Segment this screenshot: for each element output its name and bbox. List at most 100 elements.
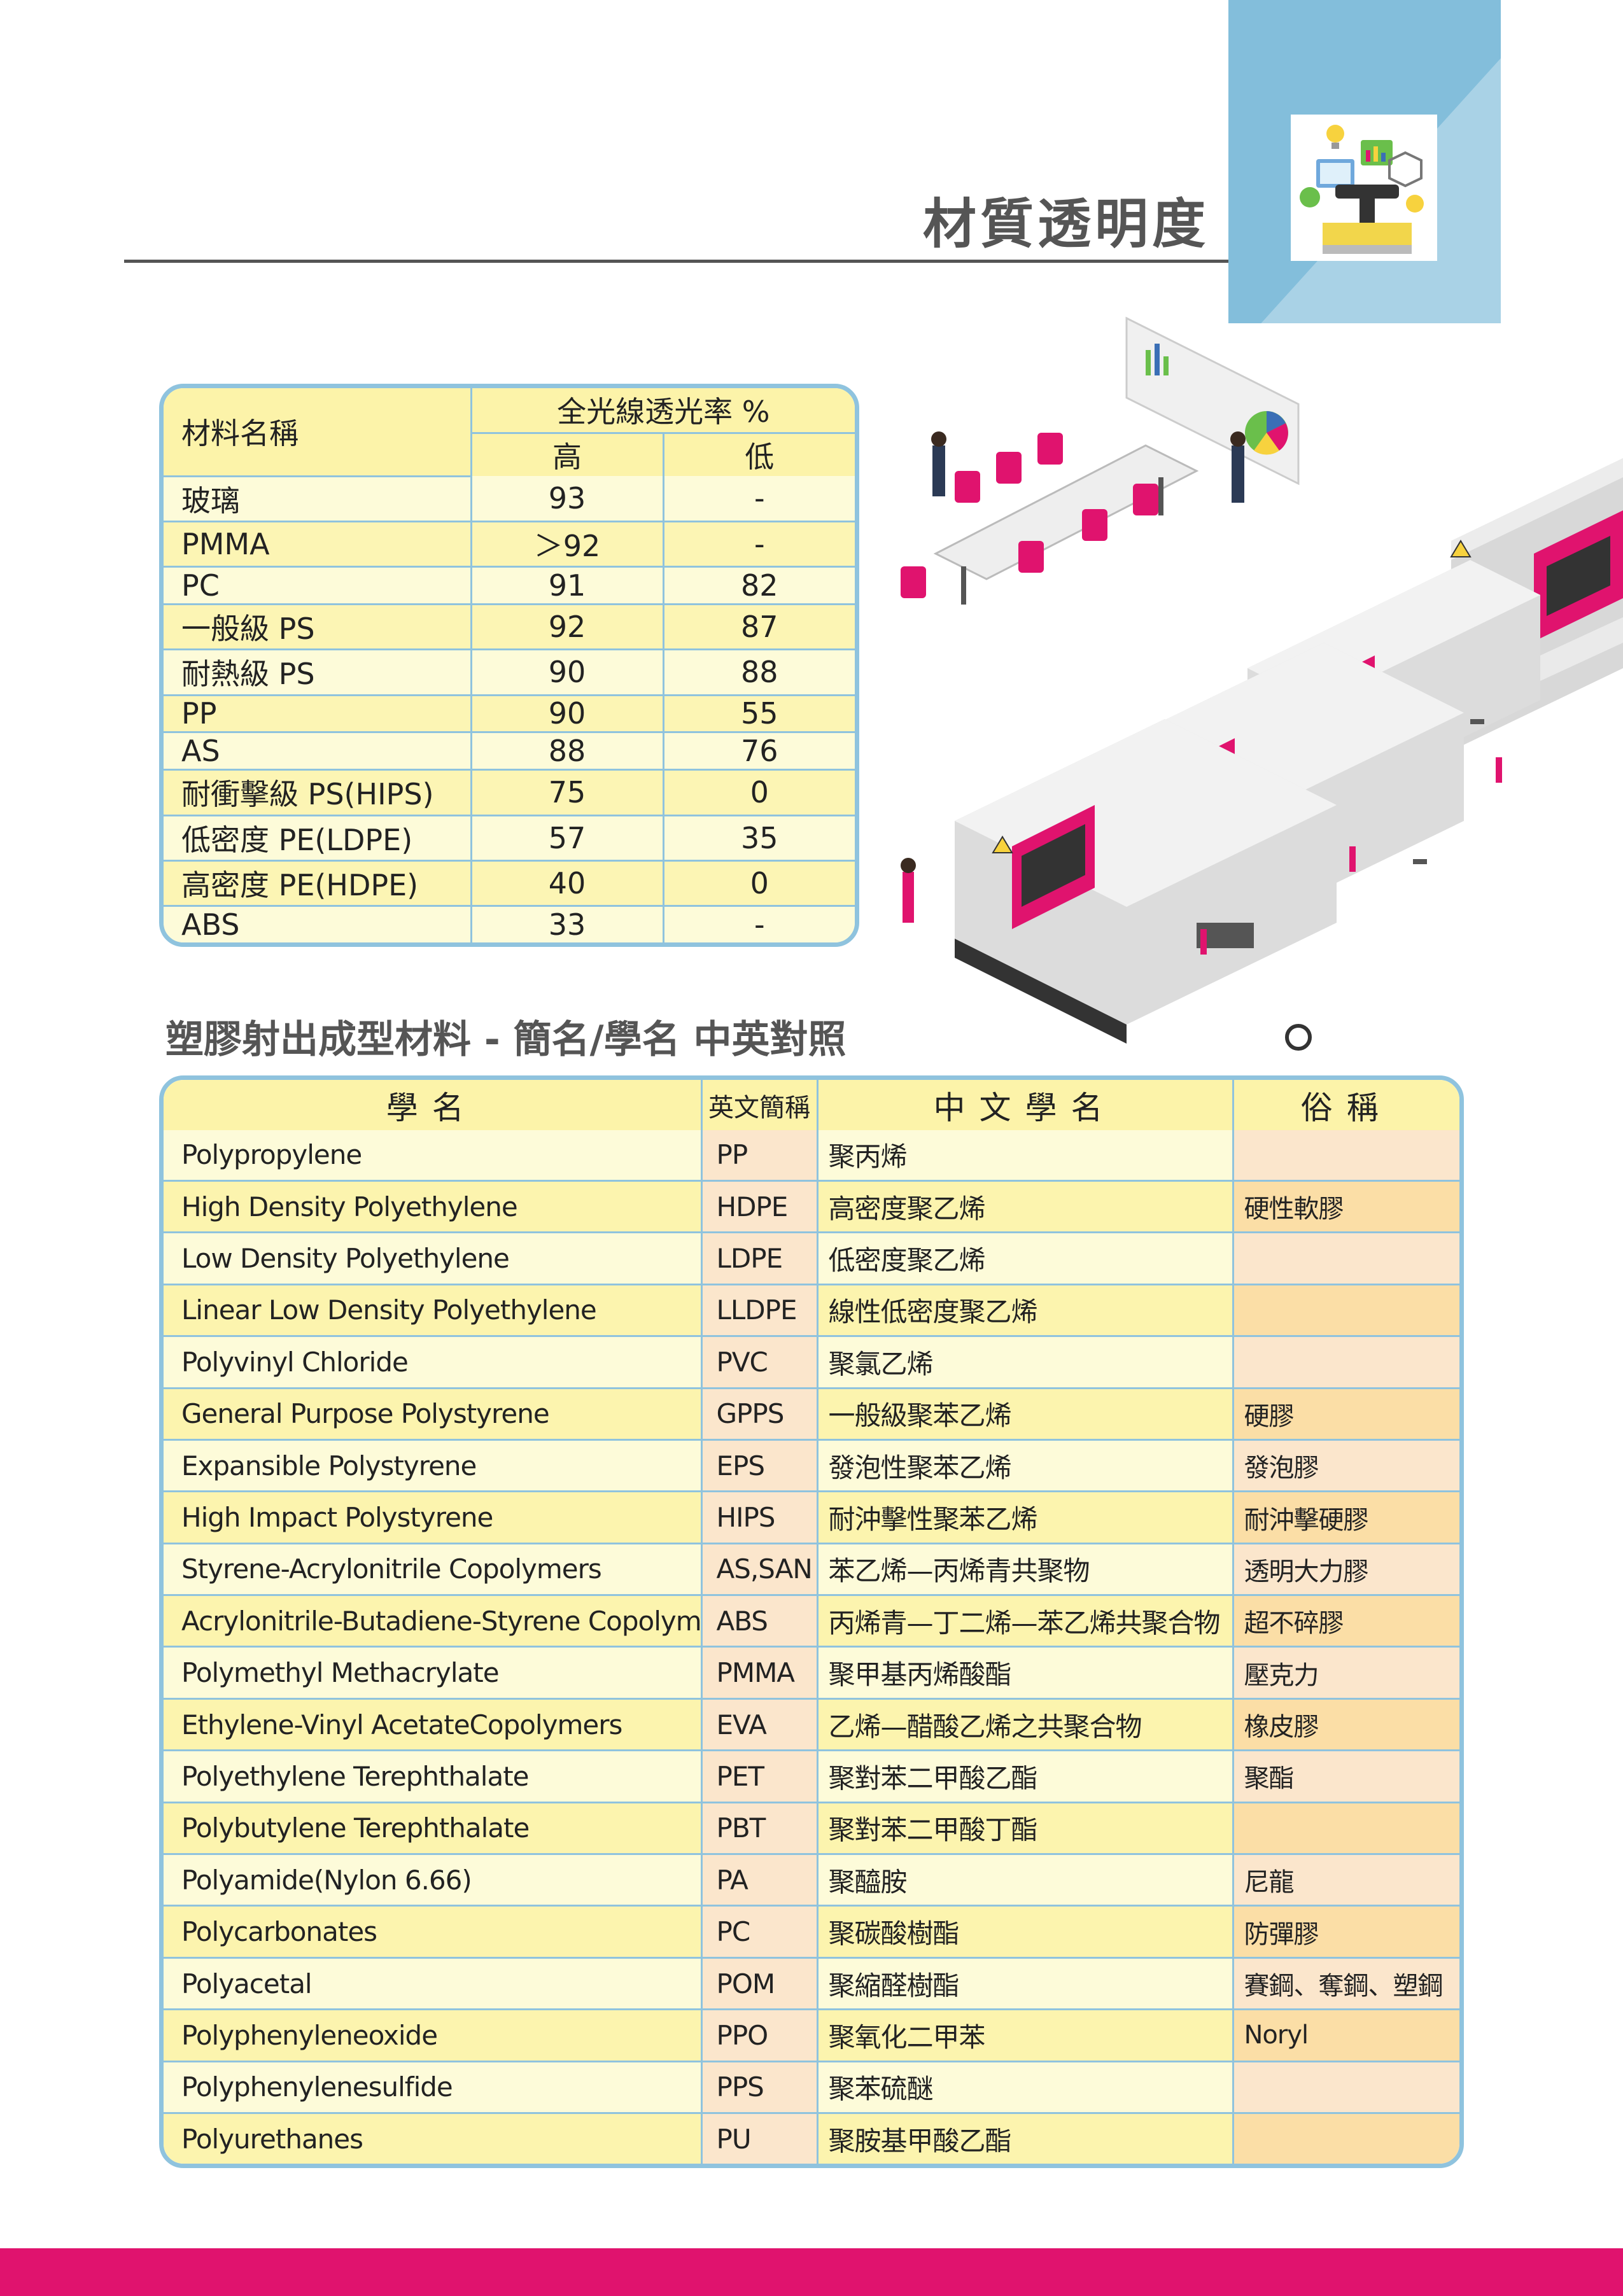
scientific-name: Ethylene-Vinyl AcetateCopolymers bbox=[164, 1697, 703, 1752]
chinese-name: 丙烯青—丁二烯—苯乙烯共聚合物 bbox=[816, 1594, 1234, 1648]
chinese-name: 聚胺基甲酸乙酯 bbox=[816, 2112, 1234, 2164]
abbreviation: LLDPE bbox=[700, 1283, 819, 1338]
scientific-name: Polyvinyl Chloride bbox=[164, 1335, 703, 1389]
abbreviation: HDPE bbox=[700, 1179, 819, 1234]
low-value: 35 bbox=[662, 814, 855, 862]
high-value: 33 bbox=[470, 905, 664, 942]
chinese-name: 耐沖擊性聚苯乙烯 bbox=[816, 1490, 1234, 1544]
common-name bbox=[1232, 1130, 1459, 1182]
scientific-name: High Impact Polystyrene bbox=[164, 1490, 703, 1544]
chinese-name: 低密度聚乙烯 bbox=[816, 1231, 1234, 1285]
high-value: 90 bbox=[470, 648, 664, 696]
scientific-name: Polypropylene bbox=[164, 1130, 703, 1182]
material-name: 玻璃 bbox=[164, 476, 472, 522]
header-zh: 中文學名 bbox=[816, 1080, 1234, 1130]
common-name bbox=[1232, 1335, 1459, 1389]
chinese-name: 聚碳酸樹酯 bbox=[816, 1905, 1234, 1959]
abbreviation: PPS bbox=[700, 2060, 819, 2115]
footer-bar bbox=[0, 2248, 1623, 2296]
material-name: PC bbox=[164, 566, 472, 605]
table-row: Acrylonitrile-Butadiene-Styrene Copolyme… bbox=[164, 1594, 1459, 1648]
col-transmittance: 全光線透光率 % bbox=[470, 388, 855, 434]
chinese-name: 聚氯乙烯 bbox=[816, 1335, 1234, 1389]
low-value: - bbox=[662, 476, 855, 522]
abbreviation: LDPE bbox=[700, 1231, 819, 1285]
low-value: 87 bbox=[662, 603, 855, 651]
common-name: 防彈膠 bbox=[1232, 1905, 1459, 1959]
high-value: 93 bbox=[470, 476, 664, 522]
material-name: 耐衝擊級 PS(HIPS) bbox=[164, 769, 472, 816]
title-divider bbox=[124, 260, 1228, 263]
high-value: 57 bbox=[470, 814, 664, 862]
industry-icon bbox=[1291, 115, 1437, 261]
high-value: ＞92 bbox=[470, 520, 664, 568]
common-name: 透明大力膠 bbox=[1232, 1542, 1459, 1597]
abbreviation: AS,SAN bbox=[700, 1542, 819, 1597]
high-value: 40 bbox=[470, 859, 664, 907]
chinese-name: 聚對苯二甲酸乙酯 bbox=[816, 1749, 1234, 1803]
scientific-name: Polyethylene Terephthalate bbox=[164, 1749, 703, 1803]
common-name: 發泡膠 bbox=[1232, 1438, 1459, 1493]
scientific-name: Polycarbonates bbox=[164, 1905, 703, 1959]
material-name: PP bbox=[164, 694, 472, 734]
low-value: 76 bbox=[662, 731, 855, 771]
high-value: 90 bbox=[470, 694, 664, 734]
low-value: 82 bbox=[662, 566, 855, 605]
common-name bbox=[1232, 2112, 1459, 2164]
material-name: 一般級 PS bbox=[164, 603, 472, 651]
high-value: 91 bbox=[470, 566, 664, 605]
abbreviation: GPPS bbox=[700, 1387, 819, 1441]
abbreviation: ABS bbox=[700, 1594, 819, 1648]
common-name: Noryl bbox=[1232, 2008, 1459, 2062]
material-name: ABS bbox=[164, 905, 472, 942]
low-value: 55 bbox=[662, 694, 855, 734]
abbreviation: PA bbox=[700, 1853, 819, 1907]
chinese-name: 聚醯胺 bbox=[816, 1853, 1234, 1907]
chinese-name: 聚丙烯 bbox=[816, 1130, 1234, 1182]
abbreviation: PU bbox=[700, 2112, 819, 2164]
chinese-name: 聚苯硫醚 bbox=[816, 2060, 1234, 2115]
low-value: - bbox=[662, 520, 855, 568]
scientific-name: Expansible Polystyrene bbox=[164, 1438, 703, 1493]
scientific-name: Polyurethanes bbox=[164, 2112, 703, 2164]
common-name: 硬膠 bbox=[1232, 1387, 1459, 1441]
abbreviation: PVC bbox=[700, 1335, 819, 1389]
low-value: 0 bbox=[662, 769, 855, 816]
common-name: 賽鋼、奪鋼、塑鋼 bbox=[1232, 1956, 1459, 2011]
material-name: 高密度 PE(HDPE) bbox=[164, 859, 472, 907]
abbreviation: PBT bbox=[700, 1801, 819, 1856]
header-abbr: 英文簡稱 bbox=[700, 1080, 819, 1130]
high-value: 75 bbox=[470, 769, 664, 816]
factory-illustration bbox=[891, 312, 1623, 1114]
page-title: 材質透明度 bbox=[922, 193, 1209, 255]
low-value: 88 bbox=[662, 648, 855, 696]
material-name: 耐熱級 PS bbox=[164, 648, 472, 696]
common-name bbox=[1232, 1231, 1459, 1285]
scientific-name: Acrylonitrile-Butadiene-Styrene Copolyme… bbox=[164, 1594, 703, 1648]
abbreviation: PPO bbox=[700, 2008, 819, 2062]
scientific-name: Polybutylene Terephthalate bbox=[164, 1801, 703, 1856]
low-value: 0 bbox=[662, 859, 855, 907]
high-value: 92 bbox=[470, 603, 664, 651]
scientific-name: Polyphenyleneoxide bbox=[164, 2008, 703, 2062]
abbreviation: POM bbox=[700, 1956, 819, 2011]
